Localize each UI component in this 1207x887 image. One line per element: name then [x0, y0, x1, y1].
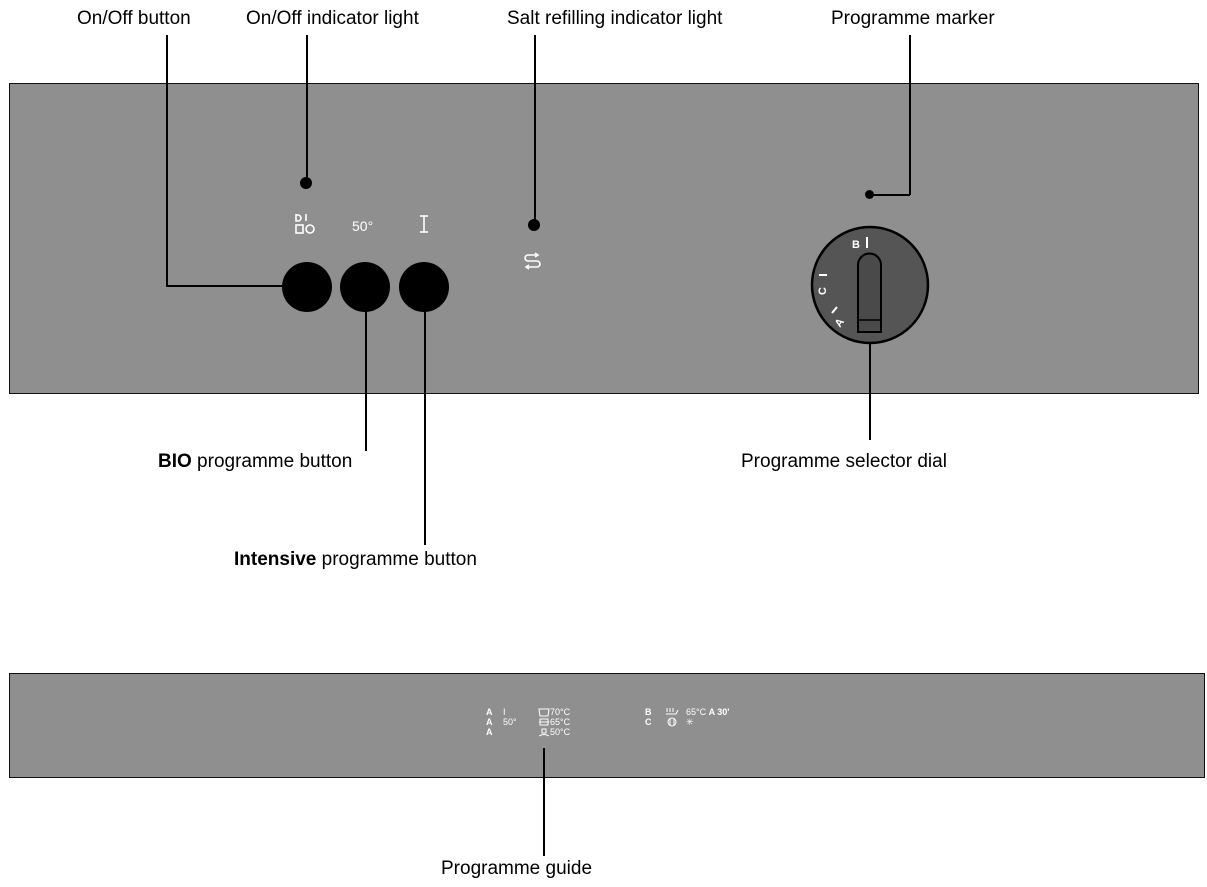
- bio-button-label: BIO programme button: [158, 451, 352, 473]
- leader-programme-marker-h: [870, 194, 910, 196]
- guide-row1-letter: A: [486, 707, 493, 717]
- intensive-programme-button[interactable]: [399, 262, 449, 312]
- programme-selector-dial[interactable]: B C A: [810, 220, 932, 350]
- programme-guide-label: Programme guide: [441, 858, 593, 879]
- bio-temp-symbol: 50°: [352, 218, 374, 234]
- guide-right-row2-letter: C: [645, 717, 652, 727]
- on-off-button-label: On/Off button: [77, 8, 191, 29]
- dial-letter-b: B: [852, 239, 860, 251]
- guide-left-modes: I 50°: [503, 707, 517, 727]
- programme-guide-panel: [9, 673, 1205, 778]
- guide-right-row2-extra: ✳: [686, 717, 694, 727]
- guide-row3-letter: A: [486, 727, 493, 737]
- leader-programme-marker: [909, 35, 911, 195]
- salt-indicator-light: [528, 219, 540, 231]
- leader-salt-indicator: [534, 35, 536, 225]
- intensive-label-rest: programme button: [316, 549, 477, 570]
- dial-letter-c: C: [817, 287, 829, 295]
- intensive-symbol-icon: [420, 215, 428, 233]
- power-symbol-icon: [295, 214, 315, 234]
- leader-on-off-indicator: [306, 35, 308, 183]
- leader-on-off-button-h: [166, 285, 283, 287]
- leader-intensive-button: [424, 310, 426, 545]
- programme-marker-label: Programme marker: [831, 8, 995, 29]
- guide-right-icons: [666, 708, 679, 727]
- intensive-label-bold: Intensive: [234, 549, 317, 570]
- guide-row1-mode: I: [503, 707, 506, 717]
- guide-right-row1-letter: B: [645, 707, 652, 717]
- salt-indicator-label: Salt refilling indicator light: [507, 8, 723, 29]
- guide-right-letters: B C: [645, 707, 652, 727]
- bio-label-bold: BIO: [158, 451, 192, 472]
- control-panel: [9, 83, 1199, 394]
- leader-selector-dial: [869, 340, 871, 440]
- guide-row2-letter: A: [486, 717, 493, 727]
- on-off-indicator-light: [300, 177, 312, 189]
- leader-on-off-button: [166, 35, 168, 286]
- guide-row3-mode: 50°: [503, 717, 517, 727]
- programme-marker-dot: [865, 190, 874, 199]
- bio-label-rest: programme button: [191, 451, 353, 472]
- guide-pot-icons: [538, 708, 550, 737]
- intensive-button-label: Intensive programme button: [234, 549, 477, 571]
- guide-right-col: 65°C A 30' ✳: [686, 707, 729, 727]
- leader-programme-guide: [543, 748, 545, 856]
- salt-symbol-icon: [524, 252, 541, 270]
- guide-left-temps: 70°C 65°C 50°C: [550, 707, 570, 737]
- guide-row1-temp: 70°C: [550, 707, 571, 717]
- leader-bio-button: [365, 310, 367, 451]
- on-off-indicator-label: On/Off indicator light: [246, 8, 419, 29]
- guide-left-letters: A A A: [486, 707, 493, 737]
- bio-programme-button[interactable]: [340, 262, 390, 312]
- guide-right-row1-temp: 65°C: [686, 707, 707, 717]
- guide-right-row1-extra: A 30': [708, 707, 730, 717]
- selector-dial-label: Programme selector dial: [741, 451, 947, 472]
- guide-row3-temp: 50°C: [550, 727, 571, 737]
- guide-row2-temp: 65°C: [550, 717, 571, 727]
- on-off-button[interactable]: [282, 262, 332, 312]
